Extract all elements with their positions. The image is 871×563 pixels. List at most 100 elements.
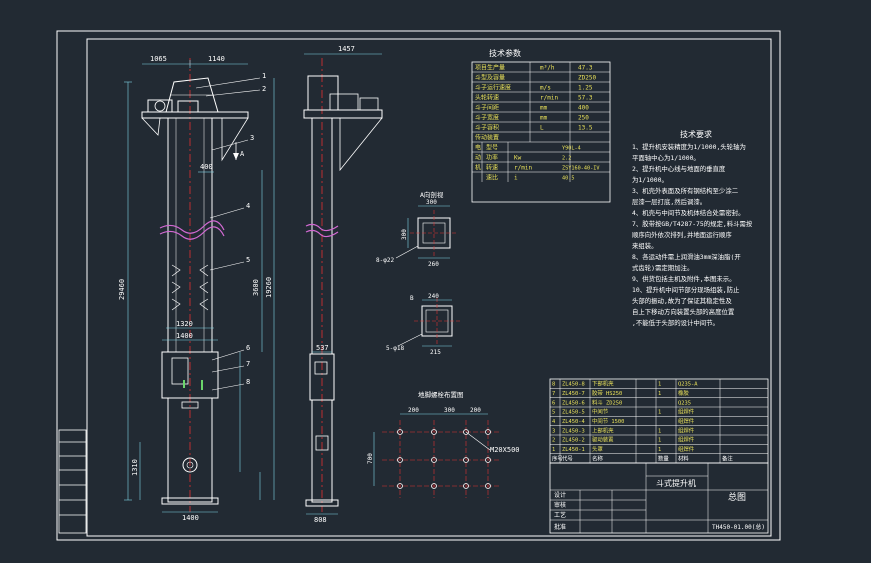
bom-cell: 中间节 — [592, 408, 609, 416]
bom-cell: 1 — [658, 391, 661, 397]
callout-1: 1 — [262, 72, 266, 80]
drive-group: 电 — [475, 144, 481, 152]
drive-name: 型号 — [486, 144, 498, 152]
bom-cell: 组焊件 — [678, 417, 695, 425]
dim-1320: 1320 — [176, 320, 193, 328]
detail-b-hole: 5-φ18 — [386, 345, 404, 352]
bom-cell: ZL450-1 — [562, 447, 585, 453]
section-mark-a: A — [240, 150, 245, 158]
params-name: 斗子运行速度 — [475, 84, 511, 92]
detail-a-dim-2: 300 — [401, 229, 408, 240]
drive-value: ZSY160-40-IV — [562, 166, 599, 172]
params-unit: L — [540, 125, 544, 132]
bom-cell: 胶带 HS250 — [592, 389, 622, 397]
foundation-side: 700 — [367, 453, 374, 464]
bom-cell: 1 — [658, 438, 661, 444]
bom-cell: 上部机壳 — [592, 426, 614, 434]
side-dim-height: 19260 — [265, 277, 273, 298]
drive-group: 动 — [475, 155, 481, 162]
params-name: 斗子容积 — [475, 124, 499, 132]
drive-name: 功率 — [486, 154, 498, 162]
bom-cell: 序号 — [552, 454, 563, 462]
bom-cell: 4 — [552, 419, 555, 425]
params-value: 47.3 — [578, 65, 593, 72]
bom-cell: 7 — [552, 391, 555, 397]
params-name: 传动装置 — [475, 134, 499, 142]
bom-cell: 材料 — [678, 454, 689, 462]
params-value: 57.3 — [578, 95, 593, 102]
bom-cell: ZL450-2 — [562, 438, 585, 444]
tech-req-line: 平面轴中心为1/1000。 — [632, 153, 700, 162]
title-label-process: 工艺 — [554, 511, 566, 519]
foundation-bolt: M20X500 — [490, 446, 520, 454]
drive-value: Y90L-4 — [562, 146, 581, 152]
detail-b — [397, 298, 460, 347]
tech-req-line: 3、机壳外表面及所有钢结构至少涂二 — [632, 186, 739, 195]
foundation-dim-2: 300 — [444, 407, 455, 414]
callout-6: 6 — [246, 344, 250, 352]
detail-a: A向剖视 — [395, 190, 458, 259]
params-value: 400 — [578, 105, 589, 112]
bom-cell: ZL450-4 — [562, 419, 585, 425]
tech-req-line: 头部的振动,故为了保证其稳定性及 — [632, 296, 732, 305]
dim-height-total: 29460 — [118, 279, 126, 300]
detail-a-dim-3: 260 — [428, 261, 439, 268]
tech-req-line: 9、供货包括主机及附件,本图未示。 — [632, 274, 736, 283]
bom-cell: 3 — [552, 428, 555, 434]
bom-cell: 下部机壳 — [592, 380, 614, 388]
bom-cell: 5 — [552, 410, 555, 416]
tech-req-line: 10、提升机中间节部分现场组装,防止 — [632, 285, 740, 294]
dim-400: 400 — [200, 163, 213, 171]
params-unit: mm — [540, 115, 548, 122]
drive-value: 40.5 — [562, 176, 575, 182]
bom-cell: 1 — [658, 447, 661, 453]
drive-unit: Kw — [514, 155, 522, 162]
bom-cell: ZL450-3 — [562, 428, 585, 434]
bom-cell: ZL450-8 — [562, 382, 585, 388]
bom-cell: 橡胶 — [678, 389, 689, 397]
bom-cell: ZL450-7 — [562, 391, 585, 397]
bom-cell: 代号 — [562, 454, 573, 462]
tech-req-line: 自上下移动方向装置头部的高度位置 — [632, 307, 735, 316]
detail-a-dim-1: 300 — [426, 199, 437, 206]
side-dim-mid: 537 — [316, 344, 329, 352]
side-dim-top: 1457 — [338, 45, 355, 53]
drawing-code: TH450-01.00(总) — [712, 523, 765, 531]
callout-3: 3 — [250, 134, 254, 142]
bom-cell: 组焊件 — [678, 426, 695, 434]
drive-unit: i — [514, 175, 518, 182]
drive-name: 转速 — [486, 164, 498, 172]
callout-7: 7 — [246, 360, 250, 368]
tech-req-line: 7、胶带按GB/T4287-75的规定,料斗需按 — [632, 219, 753, 228]
params-unit: m³/h — [540, 65, 555, 72]
drive-unit: r/min — [514, 165, 532, 172]
dim-side-h2: 3600 — [252, 279, 260, 296]
dim-1140: 1140 — [208, 55, 225, 63]
dim-side-h1: 1310 — [131, 459, 139, 476]
params-name: 斗型及容量 — [475, 74, 505, 82]
side-dim-bottom: 808 — [314, 516, 327, 524]
foundation-dim-3: 200 — [470, 407, 481, 414]
tech-req-line: 2、提升机中心线与地面的垂直度 — [632, 164, 726, 173]
params-unit: mm — [540, 105, 548, 112]
params-unit: r/min — [540, 95, 558, 102]
params-value: 13.5 — [578, 125, 593, 132]
bom-cell: 8 — [552, 382, 555, 388]
foundation-title: 地脚螺栓布置图 — [418, 390, 464, 399]
side-view — [273, 53, 383, 515]
drive-value: 2.2 — [562, 156, 571, 162]
tech-req-line: 层漆一层打底,然后调漆。 — [632, 197, 706, 206]
binding-strip — [58, 429, 87, 534]
callout-5: 5 — [246, 256, 250, 264]
bom-cell: 驱动装置 — [592, 436, 614, 444]
title-block — [549, 462, 769, 534]
tech-params-title: 技术参数 — [489, 48, 521, 58]
tech-req-line: ,不能低于头部的设计中间节。 — [632, 318, 719, 327]
detail-b-title: B — [410, 295, 414, 302]
detail-b-dim-1: 240 — [428, 293, 439, 300]
drawing-name: 斗式提升机 — [656, 478, 696, 488]
bom-cell: 1 — [658, 428, 661, 434]
